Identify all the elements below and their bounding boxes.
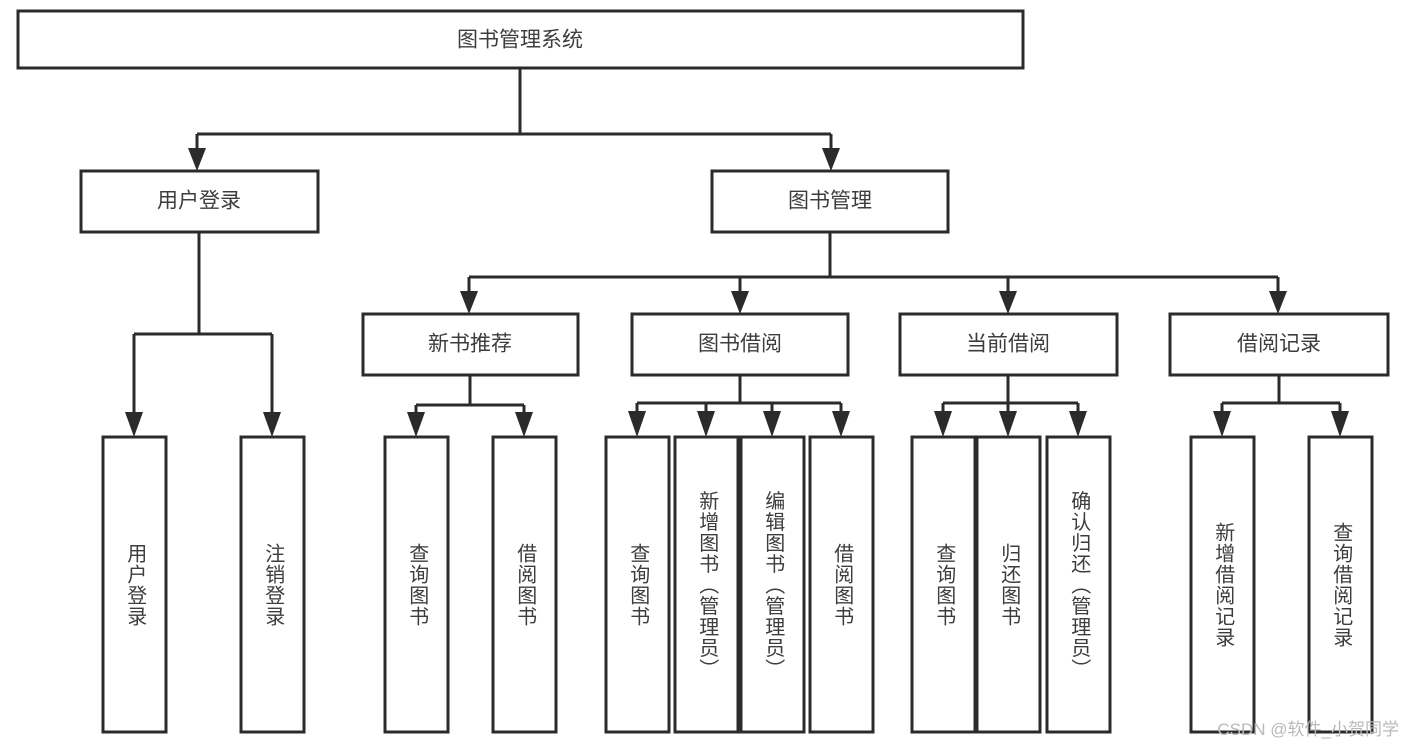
node-leaf-box[interactable] <box>910 435 977 734</box>
node-leaf-current-return-book[interactable]: 归还图书 <box>975 435 1042 734</box>
arrow-head-book-borrow-leaf-1 <box>628 411 646 437</box>
node-user-login-label: 用户登录 <box>157 190 241 213</box>
arrow-head-current-borrow-leaf-1 <box>934 411 952 437</box>
node-leaf-label: 借阅图书 <box>831 543 854 627</box>
arrow-head-current-borrow-leaf-3 <box>1069 411 1087 437</box>
node-leaf-box[interactable] <box>1189 435 1256 734</box>
node-book-borrow-label: 图书借阅 <box>698 333 782 356</box>
node-leaf-user-login-signout[interactable]: 注销登录 <box>239 435 306 734</box>
node-book-borrow[interactable]: 图书借阅 <box>630 312 850 377</box>
node-leaf-borrow-borrow-book[interactable]: 借阅图书 <box>808 435 875 734</box>
node-leaf-box[interactable] <box>239 435 306 734</box>
node-leaf-label: 查询图书 <box>627 543 650 627</box>
node-leaf-box[interactable] <box>383 435 450 734</box>
node-book-manage[interactable]: 图书管理 <box>710 169 950 234</box>
node-leaf-record-add[interactable]: 新增借阅记录 <box>1189 435 1256 734</box>
node-leaf-box[interactable] <box>1045 435 1112 734</box>
arrow-head-new-book-leaf-1 <box>407 412 425 437</box>
node-leaf-current-confirm-return[interactable]: 确认归还（管理员） <box>1045 435 1112 734</box>
node-leaf-box[interactable] <box>808 435 875 734</box>
node-new-book-recommend-label: 新书推荐 <box>428 333 512 356</box>
node-book-borrow-box[interactable] <box>630 312 850 377</box>
node-new-book-recommend-box[interactable] <box>361 312 580 377</box>
arrow-head-new-book-leaf-2 <box>515 412 533 437</box>
node-leaf-label: 新增借阅记录 <box>1212 522 1235 648</box>
node-leaf-label: 查询借阅记录 <box>1330 522 1353 648</box>
node-leaf-box[interactable] <box>673 435 740 734</box>
node-leaf-box[interactable] <box>975 435 1042 734</box>
node-leaf-borrow-add-book[interactable]: 新增图书（管理员） <box>673 435 740 734</box>
node-new-book-recommend[interactable]: 新书推荐 <box>361 312 580 377</box>
node-leaf-box[interactable] <box>739 435 806 734</box>
node-borrow-record-label: 借阅记录 <box>1237 333 1321 356</box>
node-root-label: 图书管理系统 <box>457 29 583 52</box>
arrow-head-borrow-record-leaf-2 <box>1331 411 1349 437</box>
node-leaf-borrow-query-book[interactable]: 查询图书 <box>604 435 671 734</box>
node-book-manage-box[interactable] <box>710 169 950 234</box>
watermark-label: CSDN @软件_小贺同学 <box>1217 720 1399 739</box>
arrow-head-book-manage <box>822 148 840 171</box>
arrow-head-book-borrow-leaf-2 <box>697 411 715 437</box>
node-leaf-label: 确认归还（管理员） <box>1068 490 1091 679</box>
node-leaf-label: 查询图书 <box>933 543 956 627</box>
node-leaf-user-login-signin[interactable]: 用户登录 <box>101 435 168 734</box>
arrow-head-book-borrow <box>731 291 749 314</box>
connector-layer <box>125 68 1349 437</box>
node-leaf-label: 编辑图书（管理员） <box>762 490 785 679</box>
node-leaf-box[interactable] <box>1307 435 1374 734</box>
node-leaf-label: 归还图书 <box>998 543 1021 627</box>
node-current-borrow-label: 当前借阅 <box>966 333 1050 356</box>
node-current-borrow-box[interactable] <box>898 312 1119 377</box>
node-leaf-box[interactable] <box>101 435 168 734</box>
arrow-head-book-borrow-leaf-3 <box>763 411 781 437</box>
node-user-login[interactable]: 用户登录 <box>79 169 320 234</box>
arrow-head-borrow-record-leaf-1 <box>1213 411 1231 437</box>
node-leaf-label: 用户登录 <box>124 543 147 627</box>
node-root[interactable]: 图书管理系统 <box>16 9 1025 70</box>
node-user-login-box[interactable] <box>79 169 320 234</box>
node-leaf-record-query[interactable]: 查询借阅记录 <box>1307 435 1374 734</box>
arrow-head-user-login <box>188 148 206 171</box>
arrow-head-current-borrow-leaf-2 <box>999 411 1017 437</box>
node-borrow-record-box[interactable] <box>1168 312 1390 377</box>
node-borrow-record[interactable]: 借阅记录 <box>1168 312 1390 377</box>
arrow-head-user-login-leaf-2 <box>263 412 281 437</box>
node-leaf-label: 新增图书（管理员） <box>696 490 719 679</box>
node-leaf-label: 借阅图书 <box>514 543 537 627</box>
arrow-head-user-login-leaf-1 <box>125 412 143 437</box>
node-current-borrow[interactable]: 当前借阅 <box>898 312 1119 377</box>
node-leaf-new-book-borrow[interactable]: 借阅图书 <box>491 435 558 734</box>
node-root-box[interactable] <box>16 9 1025 70</box>
node-leaf-borrow-edit-book[interactable]: 编辑图书（管理员） <box>739 435 806 734</box>
arrow-head-new-book-recommend <box>460 291 478 314</box>
node-leaf-box[interactable] <box>604 435 671 734</box>
arrow-head-current-borrow <box>999 291 1017 314</box>
node-leaf-current-query-book[interactable]: 查询图书 <box>910 435 977 734</box>
node-leaf-new-book-query[interactable]: 查询图书 <box>383 435 450 734</box>
node-leaf-box[interactable] <box>491 435 558 734</box>
node-book-manage-label: 图书管理 <box>788 190 872 213</box>
arrow-head-borrow-record <box>1269 291 1287 314</box>
arrow-head-book-borrow-leaf-4 <box>832 411 850 437</box>
node-leaf-label: 查询图书 <box>406 543 429 627</box>
node-leaf-label: 注销登录 <box>262 543 285 627</box>
